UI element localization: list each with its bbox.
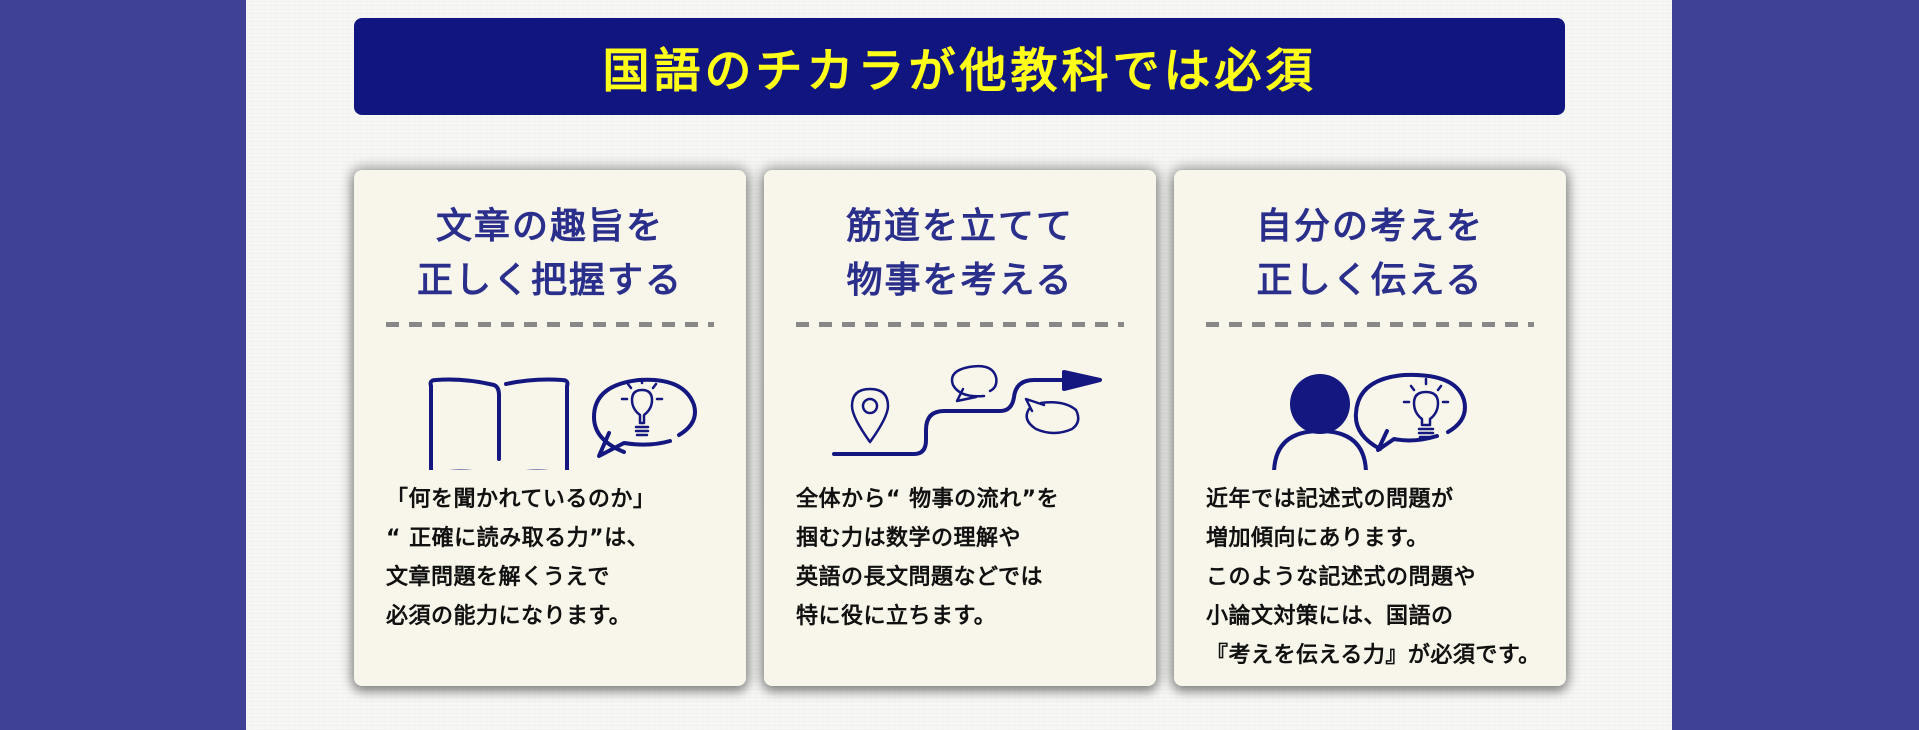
card-description: 「何を聞かれているのか」 “ 正確に読み取る力”は、 文章問題を解くうえで 必須… xyxy=(386,487,656,629)
card-title: 自分の考えを 正しく伝える xyxy=(1255,206,1484,301)
feature-card-comprehension: 文章の趣旨を 正しく把握する 「何を聞かれているのか」 xyxy=(354,170,746,686)
card-title: 筋道を立てて 物事を考える xyxy=(845,206,1074,301)
banner-title: 国語のチカラが他教科では必須 xyxy=(602,44,1317,99)
dotted-divider xyxy=(386,322,714,327)
open-book-with-lightbulb-speech-bubble-icon xyxy=(354,335,746,470)
feature-card-expression: 自分の考えを 正しく伝える 近年では記述式の問題が 増加傾向にあります xyxy=(1174,170,1566,686)
person-with-lightbulb-speech-bubble-icon xyxy=(1174,335,1566,470)
route-path-with-pin-and-speech-bubbles-icon xyxy=(764,335,1156,470)
card-description: 全体から“ 物事の流れ”を 掴む力は数学の理解や 英語の長文問題などでは 特に役… xyxy=(796,487,1060,629)
header-banner: 国語のチカラが他教科では必須 xyxy=(354,18,1565,115)
card-description: 近年では記述式の問題が 増加傾向にあります。 このような記述式の問題や 小論文対… xyxy=(1206,487,1541,668)
dotted-divider xyxy=(796,322,1124,327)
card-title: 文章の趣旨を 正しく把握する xyxy=(416,206,683,301)
feature-card-logical-thinking: 筋道を立てて 物事を考える 全体から“ 物事の流れ”を 掴む力は数学の理解や 英… xyxy=(764,170,1156,686)
dotted-divider xyxy=(1206,322,1534,327)
